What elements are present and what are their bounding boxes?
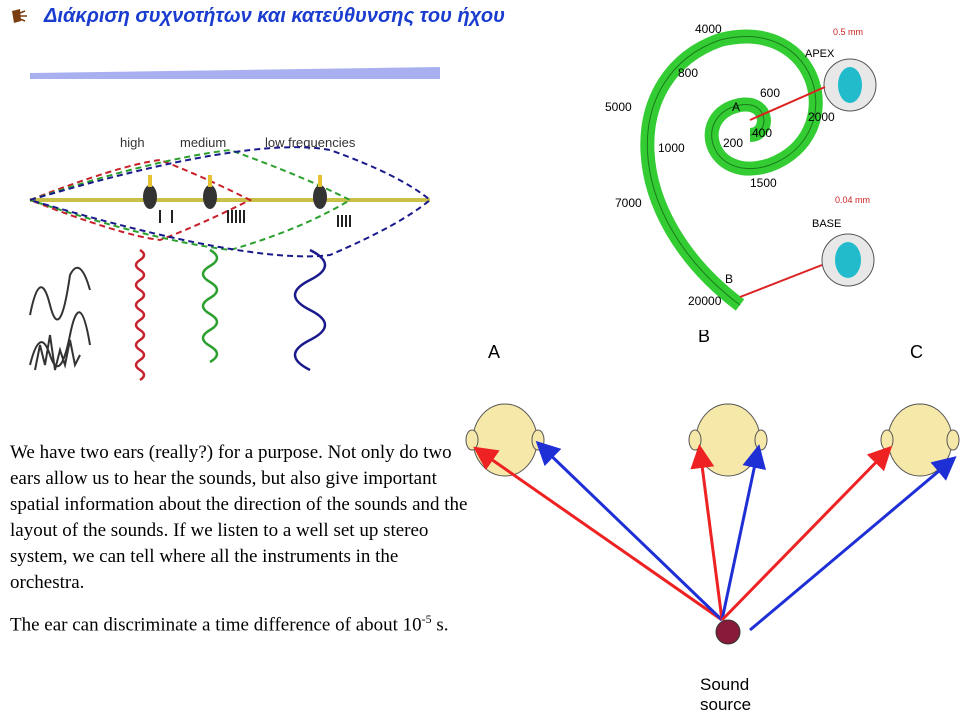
- freq-1000: 1000: [658, 141, 685, 155]
- speaker-icon: [12, 9, 27, 23]
- cochlea-outline: [647, 36, 817, 306]
- title-text: Διάκριση συχνοτήτων και κατεύθυνσης του …: [44, 4, 505, 27]
- slide-title: Διάκριση συχνοτήτων και κατεύθυνσης του …: [8, 2, 505, 30]
- apex-arrow: [749, 86, 826, 121]
- head-label-c: C: [910, 342, 923, 362]
- paragraph-2-prefix: The ear can discriminate a time differen…: [10, 614, 422, 636]
- head-a: [465, 403, 545, 477]
- base-width: 0.04 mm: [835, 195, 870, 205]
- head-label-a: A: [488, 342, 500, 362]
- apex-width: 0.5 mm: [833, 27, 863, 37]
- freq-200: 200: [723, 136, 743, 150]
- source-label-line1: Sound: [700, 675, 749, 694]
- frequency-figure: high medium low frequencies: [29, 67, 440, 382]
- freq-1500: 1500: [750, 176, 777, 190]
- point-b: B: [725, 272, 733, 286]
- freq-2000: 2000: [808, 110, 835, 124]
- label-high: high: [120, 135, 145, 150]
- head-label-b: B: [698, 330, 710, 346]
- hair-cell-low: [313, 175, 327, 209]
- freq-800: 800: [678, 66, 698, 80]
- base-arrow: [739, 264, 823, 298]
- paragraph-2: The ear can discriminate a time differen…: [10, 606, 470, 638]
- low-waveform: [293, 248, 327, 372]
- label-medium: medium: [180, 135, 226, 150]
- hair-cell-high: [143, 175, 157, 209]
- paragraph-2-suffix: s.: [431, 614, 449, 636]
- paragraph-2-exponent: -5: [421, 612, 432, 626]
- medium-waveform: [201, 248, 219, 364]
- base-label: BASE: [812, 218, 841, 230]
- freq-4000: 4000: [695, 22, 722, 36]
- paragraph-1: We have two ears (really?) for a purpose…: [10, 442, 468, 593]
- apex-fluid: [838, 67, 862, 103]
- spike-trains: [159, 210, 351, 227]
- freq-5000: 5000: [605, 100, 632, 114]
- source-label-line2: source: [700, 695, 751, 714]
- complex-waveform: [29, 266, 91, 371]
- sound-paths: [473, 440, 957, 632]
- apex-label: APEX: [805, 48, 835, 60]
- high-envelope: [29, 158, 253, 242]
- medium-envelope: [29, 148, 353, 252]
- label-low: low frequencies: [265, 135, 356, 150]
- sound-source: [715, 619, 741, 645]
- body-text: We have two ears (really?) for a purpose…: [10, 440, 470, 638]
- cochlea-figure: 4000 800 600 5000 A 400 2000 200 1000 15…: [605, 22, 877, 311]
- hair-cell-medium: [203, 175, 217, 209]
- low-envelope: [29, 146, 432, 258]
- decorative-stripe: [30, 67, 440, 79]
- freq-20000: 20000: [688, 294, 722, 308]
- freq-7000: 7000: [615, 196, 642, 210]
- base-fluid: [835, 242, 861, 278]
- point-a: A: [732, 100, 740, 114]
- freq-400: 400: [752, 126, 772, 140]
- cochlea-spiral: [640, 29, 823, 311]
- high-waveform: [134, 248, 146, 382]
- freq-600: 600: [760, 86, 780, 100]
- localization-figure: A B C Sound source: [465, 330, 960, 714]
